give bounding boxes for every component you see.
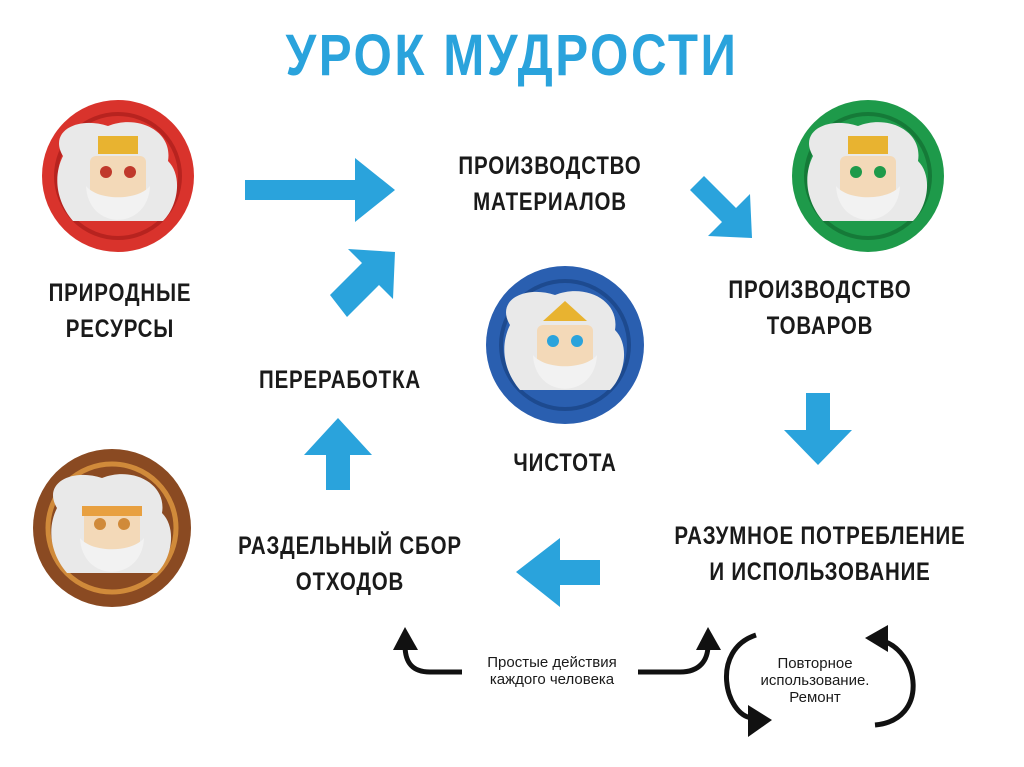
note-line: Простые действия [487, 654, 617, 671]
label-natural-resources: ПРИРОДНЫЕ РЕСУРСЫ [38, 275, 202, 347]
label-materials: ПРОИЗВОДСТВО МАТЕРИАЛОВ [452, 148, 649, 220]
label-line: ОТХОДОВ [295, 568, 405, 596]
label-line: РАЗДЕЛЬНЫЙ СБОР [238, 532, 462, 560]
note-line: использование. [760, 672, 870, 689]
label-recycling: ПЕРЕРАБОТКА [259, 366, 421, 394]
arrow-right [245, 158, 395, 222]
note-line: Повторное [777, 655, 853, 672]
arrow-down [784, 393, 852, 465]
label-line: ПРОИЗВОДСТВО [728, 276, 912, 304]
label-line: РАЗУМНОЕ ПОТРЕБЛЕНИЕ [674, 522, 966, 550]
label-line: ПРОИЗВОДСТВО [458, 152, 642, 180]
page-title: УРОК МУДРОСТИ [285, 23, 739, 88]
green-sage-avatar [792, 100, 944, 252]
label-separate-collection: РАЗДЕЛЬНЫЙ СБОР ОТХОДОВ [235, 528, 465, 600]
note-reuse: Повторное использование. Ремонт [755, 655, 875, 706]
brown-sage-avatar [33, 449, 191, 607]
cycle-arrow-left [724, 632, 757, 721]
arrow-down-right [690, 176, 752, 238]
cycle-arrow-right [874, 637, 916, 728]
arrow-up-right [330, 249, 395, 317]
note-line: каждого человека [489, 671, 615, 688]
label-line: РЕСУРСЫ [65, 315, 175, 343]
arrow-up [304, 418, 372, 490]
red-sage-avatar [42, 100, 194, 252]
label-consumption: РАЗУМНОЕ ПОТРЕБЛЕНИЕ И ИСПОЛЬЗОВАНИЕ [656, 518, 984, 590]
arrow-left [516, 538, 600, 607]
label-line: ТОВАРОВ [766, 312, 874, 340]
label-line: ПРИРОДНЫЕ [48, 279, 192, 307]
blue-sage-avatar [486, 266, 644, 424]
note-line: Ремонт [789, 689, 841, 706]
label-goods: ПРОИЗВОДСТВО ТОВАРОВ [722, 272, 919, 344]
label-cleanliness: ЧИСТОТА [513, 449, 617, 477]
note-simple-actions: Простые действия каждого человека [462, 654, 642, 688]
label-line: И ИСПОЛЬЗОВАНИЕ [709, 558, 931, 586]
label-line: МАТЕРИАЛОВ [473, 188, 627, 216]
